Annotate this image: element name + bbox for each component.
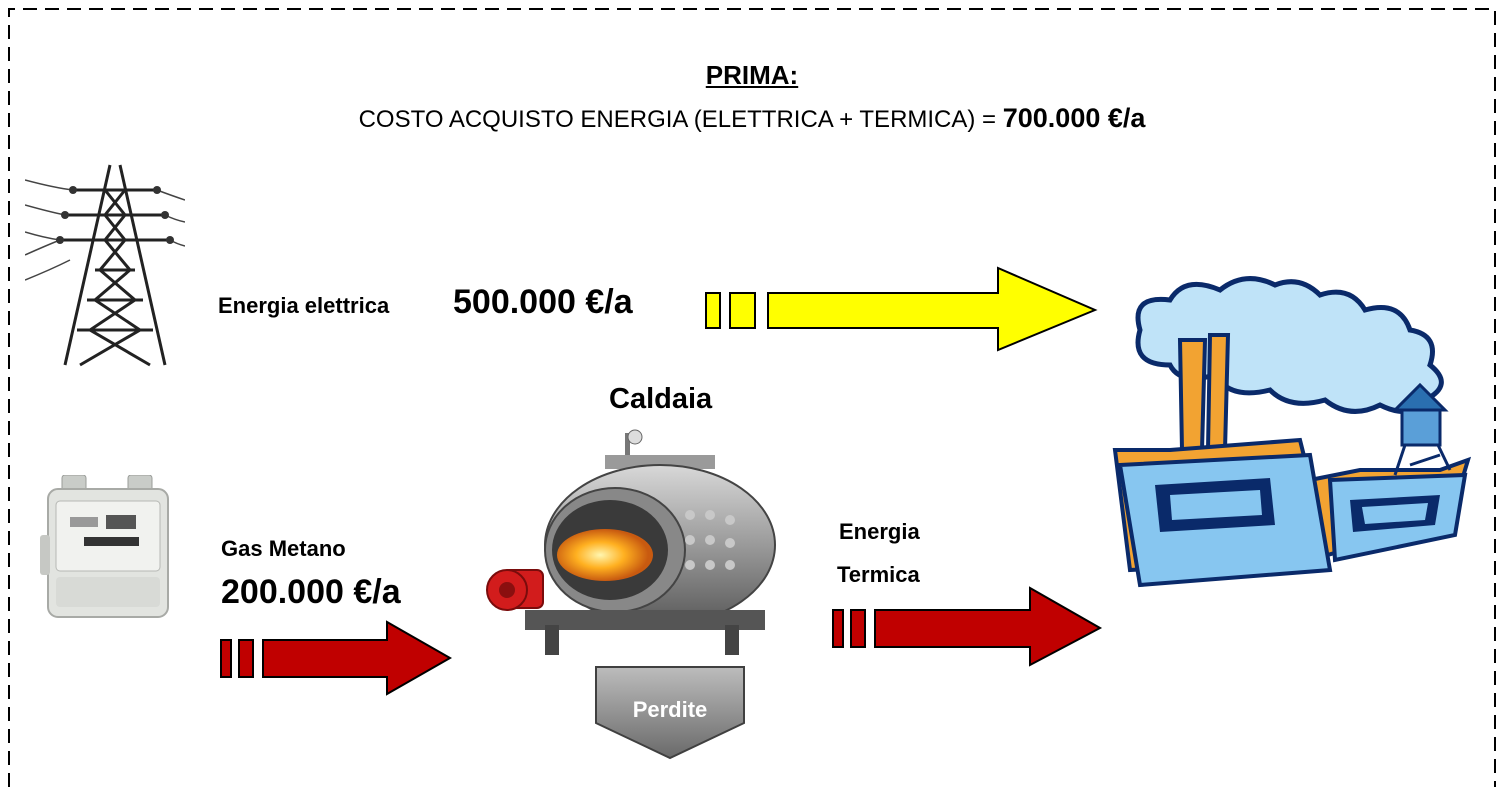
electric-energy-label: Energia elettrica [218, 293, 390, 318]
page-title: PRIMA: [705, 60, 799, 90]
gas-cost: 200.000 €/a [221, 573, 401, 611]
gas-arrow [220, 620, 453, 696]
factory-icon [1112, 276, 1472, 588]
thermal-energy-label-line1: Energia [839, 519, 920, 544]
electric-energy-cost: 500.000 €/a [453, 283, 633, 321]
gas-label: Gas Metano [221, 536, 346, 561]
boiler-label: Caldaia [609, 383, 713, 415]
thermal-energy-label-line2: Termica [837, 562, 920, 587]
total-cost-value: 700.000 €/a [1002, 103, 1146, 133]
total-cost-label: COSTO ACQUISTO ENERGIA (ELETTRICA + TERM… [358, 106, 997, 133]
gas-meter-icon [40, 475, 169, 618]
thermal-arrow [832, 586, 1103, 667]
electric-arrow [705, 266, 1098, 352]
power-pylon-icon [25, 164, 185, 367]
boiler-icon [486, 429, 776, 655]
losses-arrow [595, 666, 745, 760]
total-cost-line: COSTO ACQUISTO ENERGIA (ELETTRICA + TERM… [0, 103, 1504, 134]
losses-label: Perdite [632, 697, 708, 722]
